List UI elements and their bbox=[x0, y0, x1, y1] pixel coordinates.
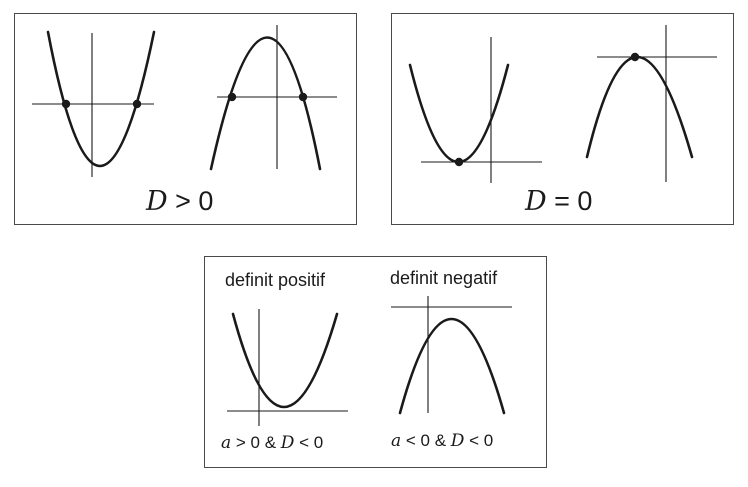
relation-a: < 0 & bbox=[401, 431, 451, 450]
relation-a: > 0 & bbox=[231, 433, 281, 452]
parabola-curve bbox=[398, 317, 506, 415]
root-point bbox=[132, 99, 142, 109]
graph-upward-two-roots bbox=[32, 30, 156, 177]
graph-downward-two-roots bbox=[209, 25, 337, 171]
variable-d: D bbox=[146, 186, 168, 217]
panel-discriminant-positive bbox=[14, 13, 357, 225]
relation-d: < 0 bbox=[294, 433, 324, 452]
parabola-curve bbox=[585, 55, 694, 159]
caption-definite-negative: a < 0 & D < 0 bbox=[391, 431, 493, 451]
tangent-point bbox=[630, 52, 640, 62]
root-point bbox=[61, 99, 71, 109]
graph-negative-definite bbox=[391, 296, 512, 415]
graph-positive-definite bbox=[227, 309, 348, 426]
parabola-curve bbox=[408, 63, 510, 164]
caption-discriminant-positive: D > 0 bbox=[146, 186, 213, 217]
variable-a: a bbox=[391, 431, 402, 451]
caption-definite-positive: a > 0 & D < 0 bbox=[221, 433, 323, 453]
variable-d: D bbox=[525, 186, 547, 217]
variable-a: a bbox=[221, 433, 232, 453]
graph-upward-double-root bbox=[408, 37, 542, 183]
relation-text: = 0 bbox=[546, 186, 593, 216]
relation-text: > 0 bbox=[167, 186, 214, 216]
caption-discriminant-zero: D = 0 bbox=[525, 186, 592, 217]
heading-definite-negative: definit negatif bbox=[390, 268, 498, 288]
panel-discriminant-zero bbox=[391, 13, 734, 225]
parabola-curve bbox=[46, 30, 156, 168]
tangent-point bbox=[454, 157, 464, 167]
relation-d: < 0 bbox=[464, 431, 494, 450]
variable-d: D bbox=[280, 433, 295, 453]
root-point bbox=[227, 92, 237, 102]
root-point bbox=[298, 92, 308, 102]
parabola-curve bbox=[231, 312, 339, 409]
panel-definite-forms bbox=[204, 256, 547, 468]
heading-definite-positive: definit positif bbox=[225, 270, 326, 290]
parabola-curve bbox=[209, 36, 322, 171]
variable-d: D bbox=[450, 431, 465, 451]
graph-downward-double-root bbox=[585, 25, 717, 182]
